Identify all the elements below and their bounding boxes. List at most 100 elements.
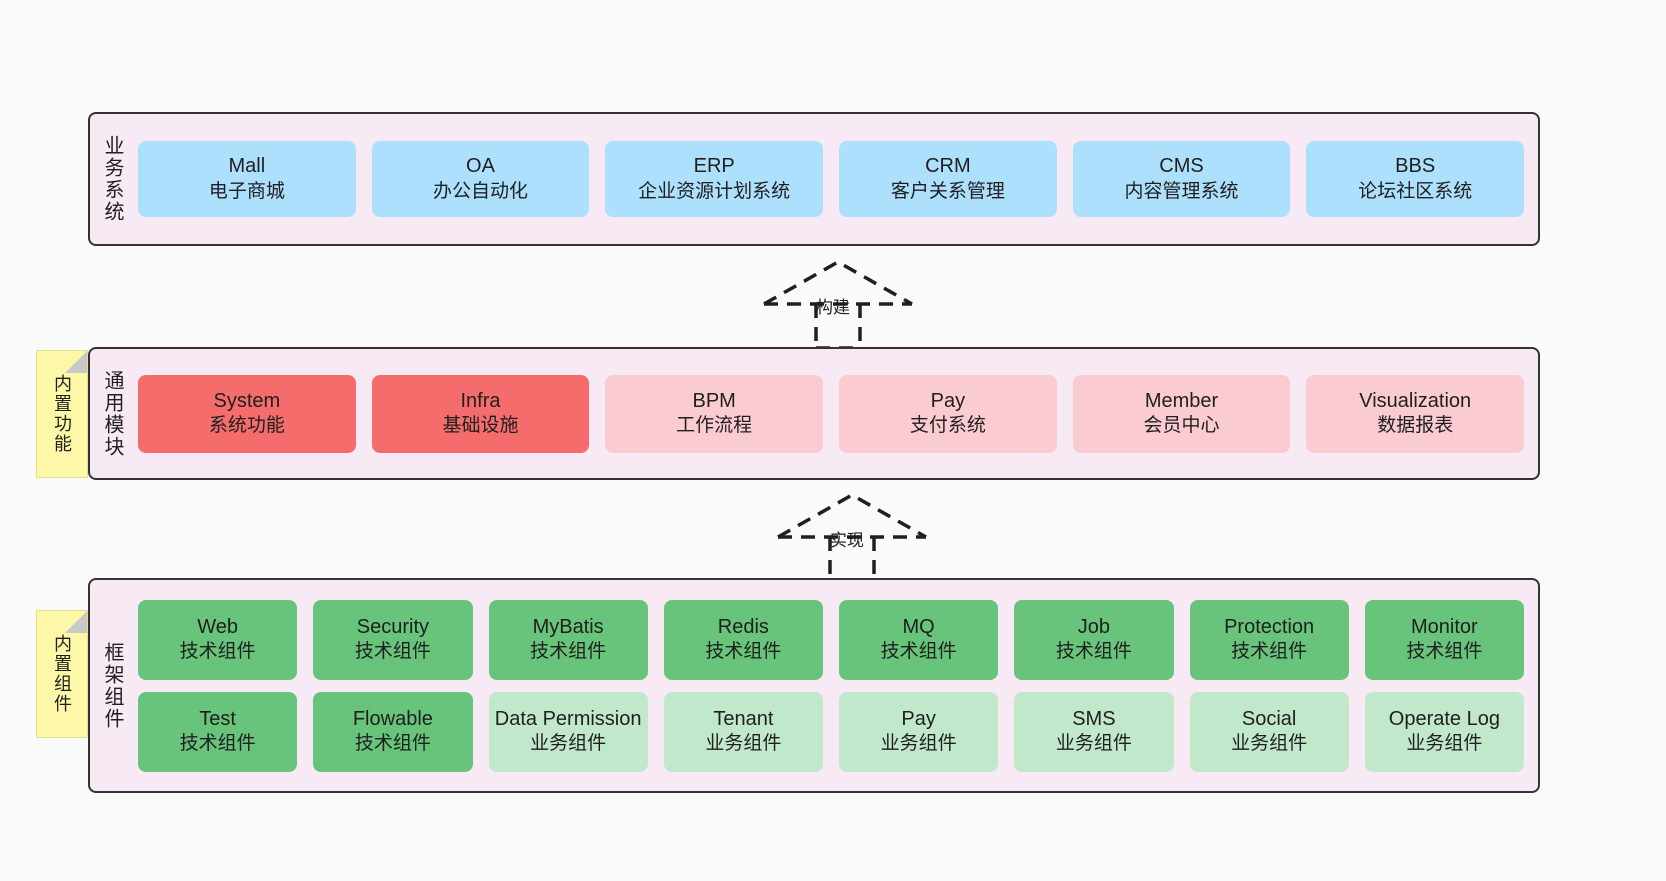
business-box-erp-cn: 企业资源计划系统 [638,180,791,202]
business-box-erp[interactable]: ERP 企业资源计划系统 [605,141,824,217]
business-box-erp-en: ERP [693,155,735,178]
tech-box-monitor[interactable]: Monitor 技术组件 [1364,599,1524,680]
module-box-member-cn: 会员中心 [1143,415,1220,437]
framework-tech-component-row: Web 技术组件 Security 技术组件 MyBatis 技术组件 Redi… [138,599,1524,680]
business-system-row: Mall 电子商城 OA 办公自动化 ERP 企业资源计划系统 CRM 客户关系… [138,141,1525,217]
framework-business-component-row: Test 技术组件 Flowable 技术组件 Data Permission … [138,691,1524,772]
module-box-pay[interactable]: Pay 支付系统 [839,374,1057,453]
module-box-member-en: Member [1144,389,1219,412]
module-box-system-cn: 系统功能 [208,415,285,437]
biz-box-social[interactable]: Social 业务组件 [1189,691,1349,772]
business-box-cms[interactable]: CMS 内容管理系统 [1072,141,1291,217]
module-box-pay-en: Pay [930,389,966,412]
tech-box-mybatis-en: MyBatis [532,615,604,638]
layer-business-system-title: 业务系统 [101,135,123,223]
note-builtin-component: 内置组件 [36,610,88,738]
business-box-oa-en: OA [466,155,495,178]
layer-common-module: 通用模块 System 系统功能 Infra 基础设施 BPM 工作流程 Pay… [88,347,1540,480]
biz-box-data-permission-cn: 业务组件 [530,733,607,755]
tech-box-monitor-en: Monitor [1411,615,1478,638]
tech-box-protection-en: Protection [1224,615,1315,638]
business-box-bbs-en: BBS [1395,155,1436,178]
tech-box-mybatis[interactable]: MyBatis 技术组件 [488,599,648,680]
arrow-build-label: 构建 [816,298,850,317]
biz-box-tenant-cn: 业务组件 [705,733,782,755]
business-box-crm-en: CRM [925,155,971,178]
tech-box-test-en: Test [199,707,236,730]
layer-business-system-body: Mall 电子商城 OA 办公自动化 ERP 企业资源计划系统 CRM 客户关系… [134,114,1538,244]
business-box-bbs[interactable]: BBS 论坛社区系统 [1306,141,1525,217]
biz-box-tenant-en: Tenant [713,707,774,730]
biz-box-sms[interactable]: SMS 业务组件 [1014,691,1174,772]
layer-framework-component-title: 框架组件 [101,641,123,730]
tech-box-web-en: Web [197,615,238,638]
tech-box-flowable[interactable]: Flowable 技术组件 [313,691,473,772]
layer-framework-component: 框架组件 Web 技术组件 Security 技术组件 MyBatis 技术组件… [88,578,1540,793]
business-box-crm-cn: 客户关系管理 [890,180,1005,202]
biz-box-data-permission[interactable]: Data Permission 业务组件 [488,691,648,772]
module-box-bpm-cn: 工作流程 [676,415,753,437]
arrow-build: 构建 [758,258,918,350]
module-box-visualization[interactable]: Visualization 数据报表 [1306,374,1525,453]
biz-box-sms-en: SMS [1072,707,1116,730]
tech-box-redis[interactable]: Redis 技术组件 [663,599,823,680]
module-box-system[interactable]: System 系统功能 [138,374,356,453]
tech-box-job[interactable]: Job 技术组件 [1014,599,1174,680]
note-builtin-function-label: 内置功能 [52,374,72,454]
biz-box-operate-log-cn: 业务组件 [1406,733,1483,755]
tech-box-security-en: Security [356,615,429,638]
tech-box-job-cn: 技术组件 [1055,641,1132,663]
tech-box-flowable-cn: 技术组件 [354,733,431,755]
tech-box-web-cn: 技术组件 [179,641,256,663]
biz-box-operate-log-en: Operate Log [1388,707,1500,730]
business-box-cms-en: CMS [1159,155,1204,178]
tech-box-redis-cn: 技术组件 [705,641,782,663]
biz-box-pay-en: Pay [901,707,936,730]
tech-box-protection-cn: 技术组件 [1231,641,1308,663]
layer-common-module-title: 通用模块 [101,369,123,458]
module-box-infra[interactable]: Infra 基础设施 [371,374,590,453]
tech-box-mq[interactable]: MQ 技术组件 [839,599,999,680]
tech-box-test[interactable]: Test 技术组件 [138,691,298,772]
tech-box-job-en: Job [1077,615,1110,638]
common-module-row: System 系统功能 Infra 基础设施 BPM 工作流程 Pay 支付系统… [138,374,1525,453]
business-box-crm[interactable]: CRM 客户关系管理 [839,141,1057,217]
layer-framework-component-body: Web 技术组件 Security 技术组件 MyBatis 技术组件 Redi… [134,580,1538,791]
module-box-infra-cn: 基础设施 [442,415,519,437]
module-box-visualization-cn: 数据报表 [1377,415,1454,437]
business-box-cms-cn: 内容管理系统 [1124,180,1239,202]
arrow-realize: 实现 [772,491,932,583]
tech-box-monitor-cn: 技术组件 [1406,641,1483,663]
biz-box-sms-cn: 业务组件 [1055,733,1132,755]
tech-box-security-cn: 技术组件 [354,641,431,663]
biz-box-social-cn: 业务组件 [1231,733,1308,755]
business-box-oa[interactable]: OA 办公自动化 [371,141,590,217]
module-box-member[interactable]: Member 会员中心 [1072,374,1291,453]
tech-box-web[interactable]: Web 技术组件 [138,599,298,680]
business-box-mall-cn: 电子商城 [208,180,285,202]
tech-box-mybatis-cn: 技术组件 [530,641,607,663]
layer-common-module-body: System 系统功能 Infra 基础设施 BPM 工作流程 Pay 支付系统… [134,349,1538,478]
tech-box-security[interactable]: Security 技术组件 [313,599,473,680]
business-box-oa-cn: 办公自动化 [433,180,529,202]
module-box-system-en: System [213,389,281,412]
business-box-mall[interactable]: Mall 电子商城 [138,141,356,217]
note-builtin-component-label: 内置组件 [52,634,72,714]
biz-box-social-en: Social [1241,707,1297,730]
tech-box-redis-en: Redis [717,615,769,638]
module-box-bpm[interactable]: BPM 工作流程 [605,374,824,453]
module-box-infra-en: Infra [460,389,501,412]
tech-box-protection[interactable]: Protection 技术组件 [1189,599,1349,680]
biz-box-operate-log[interactable]: Operate Log 业务组件 [1364,691,1524,772]
module-box-visualization-en: Visualization [1359,389,1472,412]
tech-box-mq-en: MQ [902,615,935,638]
biz-box-pay-cn: 业务组件 [880,733,957,755]
biz-box-data-permission-en: Data Permission [494,707,642,730]
business-box-mall-en: Mall [228,155,266,178]
biz-box-tenant[interactable]: Tenant 业务组件 [663,691,823,772]
biz-box-pay[interactable]: Pay 业务组件 [839,691,999,772]
arrow-realize-label: 实现 [830,531,864,550]
tech-box-test-cn: 技术组件 [179,733,256,755]
layer-business-system: 业务系统 Mall 电子商城 OA 办公自动化 ERP 企业资源计划系统 CRM… [88,112,1540,246]
